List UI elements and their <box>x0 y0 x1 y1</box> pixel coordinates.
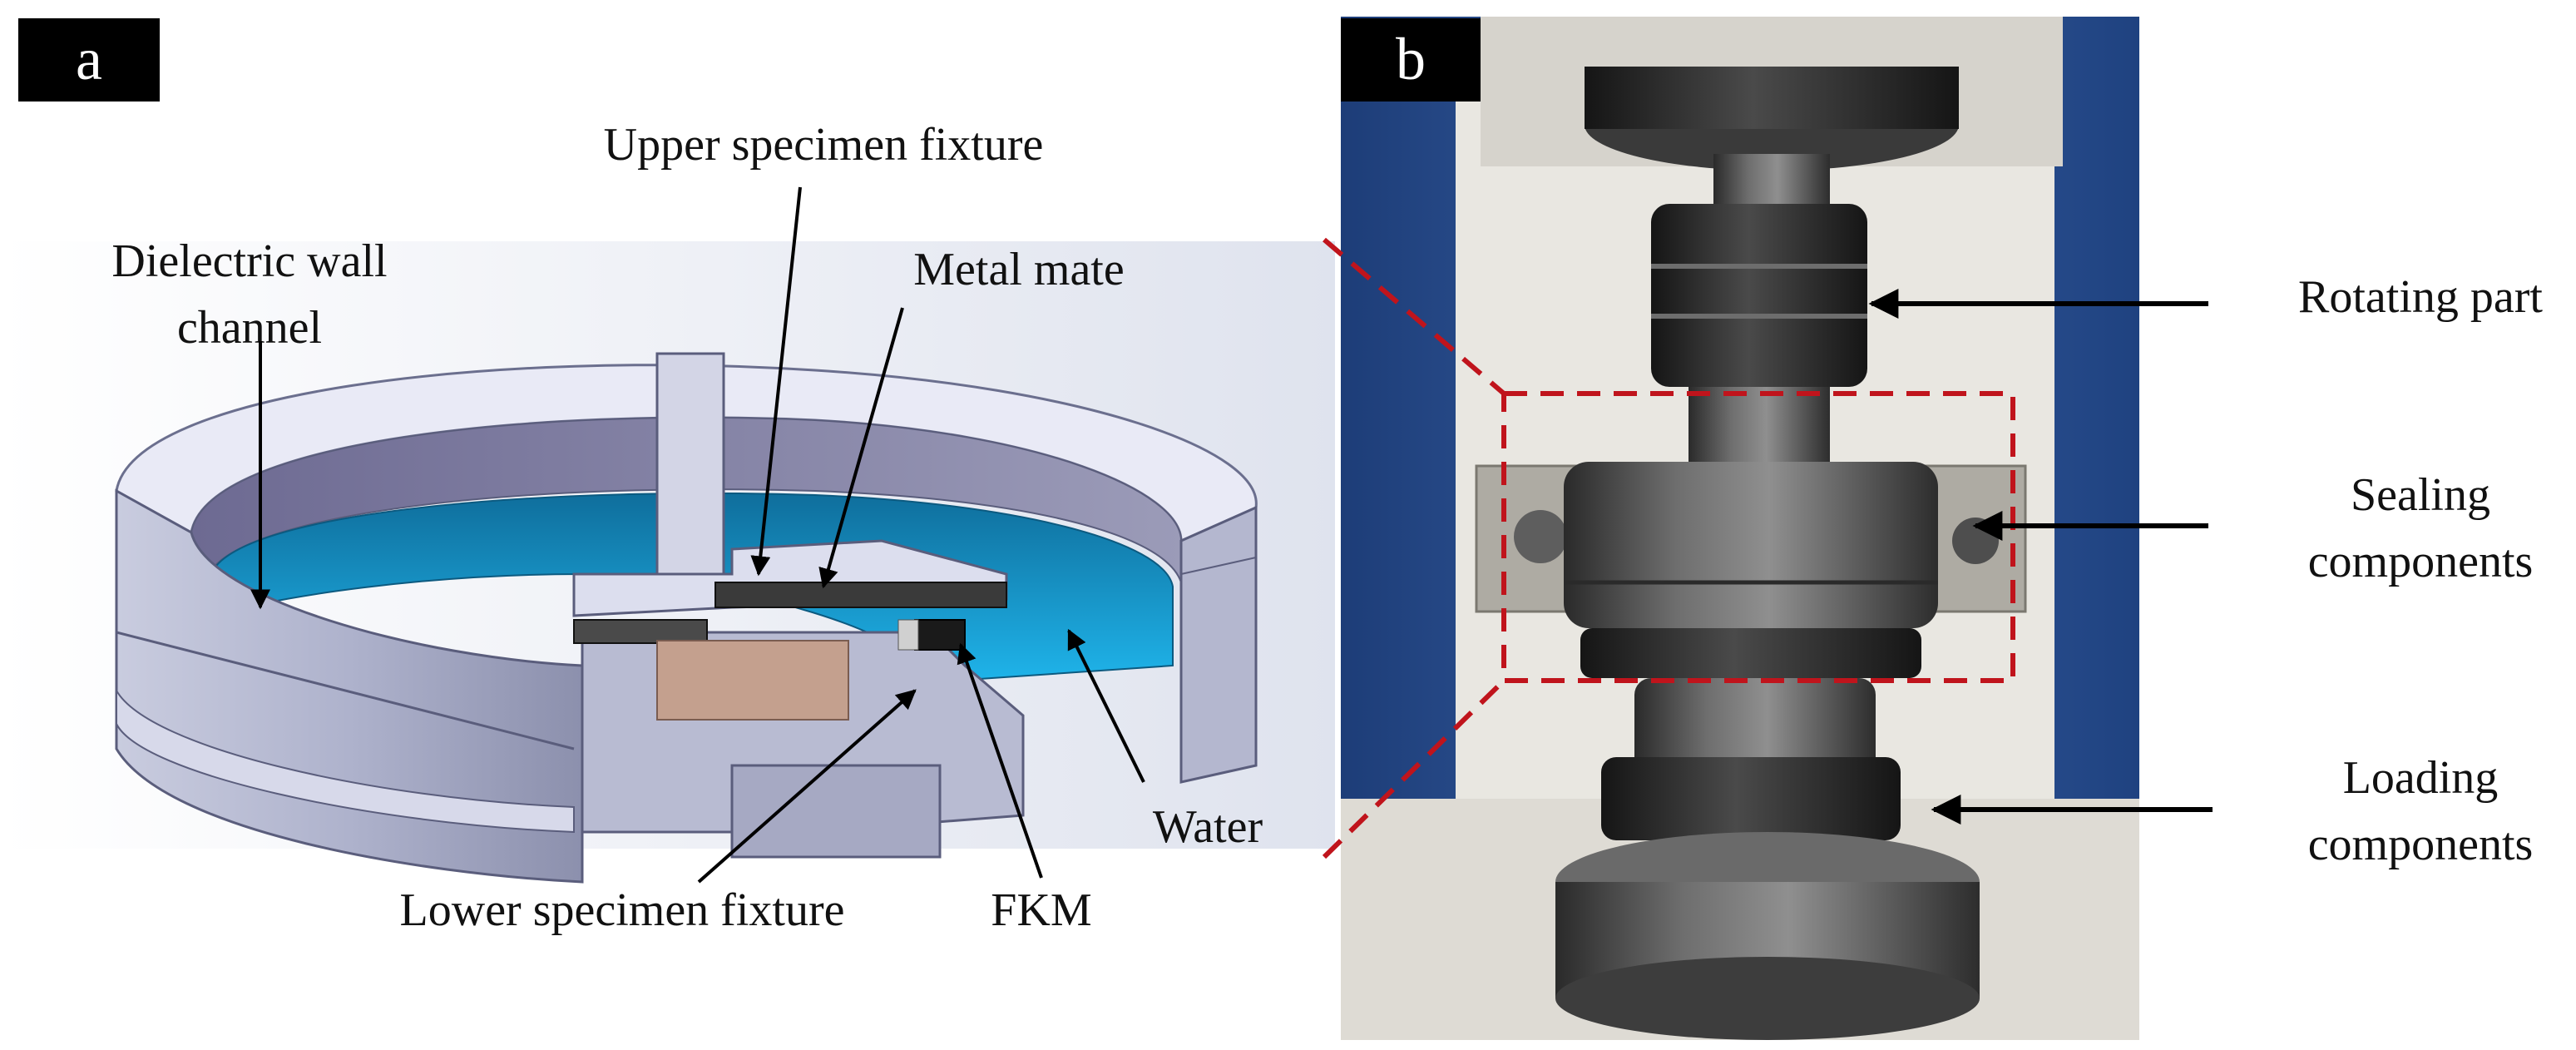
specimen-copper <box>656 640 849 721</box>
label-sealing-line1: Sealing <box>2351 469 2490 521</box>
callout-connector-bottom <box>1322 678 1506 859</box>
outer-ring-right-section <box>1179 505 1258 784</box>
rotating-part-body <box>1651 204 1867 387</box>
label-loading-line2: components <box>2308 819 2534 870</box>
callout-connector-top <box>1323 237 1506 396</box>
metal-mate-plate <box>714 582 1007 608</box>
panel-a <box>0 241 1335 884</box>
sealing-lower-ring <box>1580 628 1921 678</box>
panel-b-tag-bg <box>1341 18 1481 102</box>
base-flange-bottom <box>1555 957 1980 1040</box>
middle-shaft <box>1688 387 1830 470</box>
loading-ring <box>1601 757 1901 840</box>
label-dielectric-line1: Dielectric wall <box>111 235 387 287</box>
lower-fixture-base <box>730 764 942 859</box>
label-rotating-part: Rotating part <box>2298 271 2543 323</box>
label-metal-mate: Metal mate <box>913 244 1124 295</box>
label-upper-specimen-fixture: Upper specimen fixture <box>604 119 1044 171</box>
arrow-upper-fixture <box>750 186 802 577</box>
arrow-lower-fixture <box>697 689 917 884</box>
label-loading-line1: Loading <box>2343 752 2499 804</box>
label-dielectric-line2: channel <box>177 302 322 354</box>
arrow-metal-mate <box>818 307 904 589</box>
outer-ring-right-groove <box>1180 557 1257 575</box>
label-fkm: FKM <box>991 884 1091 936</box>
label-sealing-line2: components <box>2308 536 2534 587</box>
outer-ring-lower-flange <box>116 687 575 834</box>
fkm-ring <box>914 619 966 651</box>
specimen-dark-left <box>573 619 708 644</box>
outer-ring-groove <box>116 631 575 750</box>
arrow-water <box>1067 628 1145 783</box>
label-water: Water <box>1153 801 1263 853</box>
sealing-chamber <box>1564 462 1938 628</box>
upper-fixture-shaft <box>655 352 725 605</box>
panel-a-tag: a <box>76 26 102 92</box>
upper-shaft <box>1713 154 1830 204</box>
bracket-port-left <box>1514 510 1567 563</box>
fkm-ring-light <box>897 619 919 651</box>
panel-a-tag-bg <box>18 18 160 102</box>
sealing-callout-box <box>1501 391 2015 683</box>
arrow-fkm <box>957 642 1043 879</box>
panel-b-tag: b <box>1396 26 1426 92</box>
label-lower-specimen-fixture: Lower specimen fixture <box>400 884 845 936</box>
upper-flange-rim <box>1585 67 1959 129</box>
